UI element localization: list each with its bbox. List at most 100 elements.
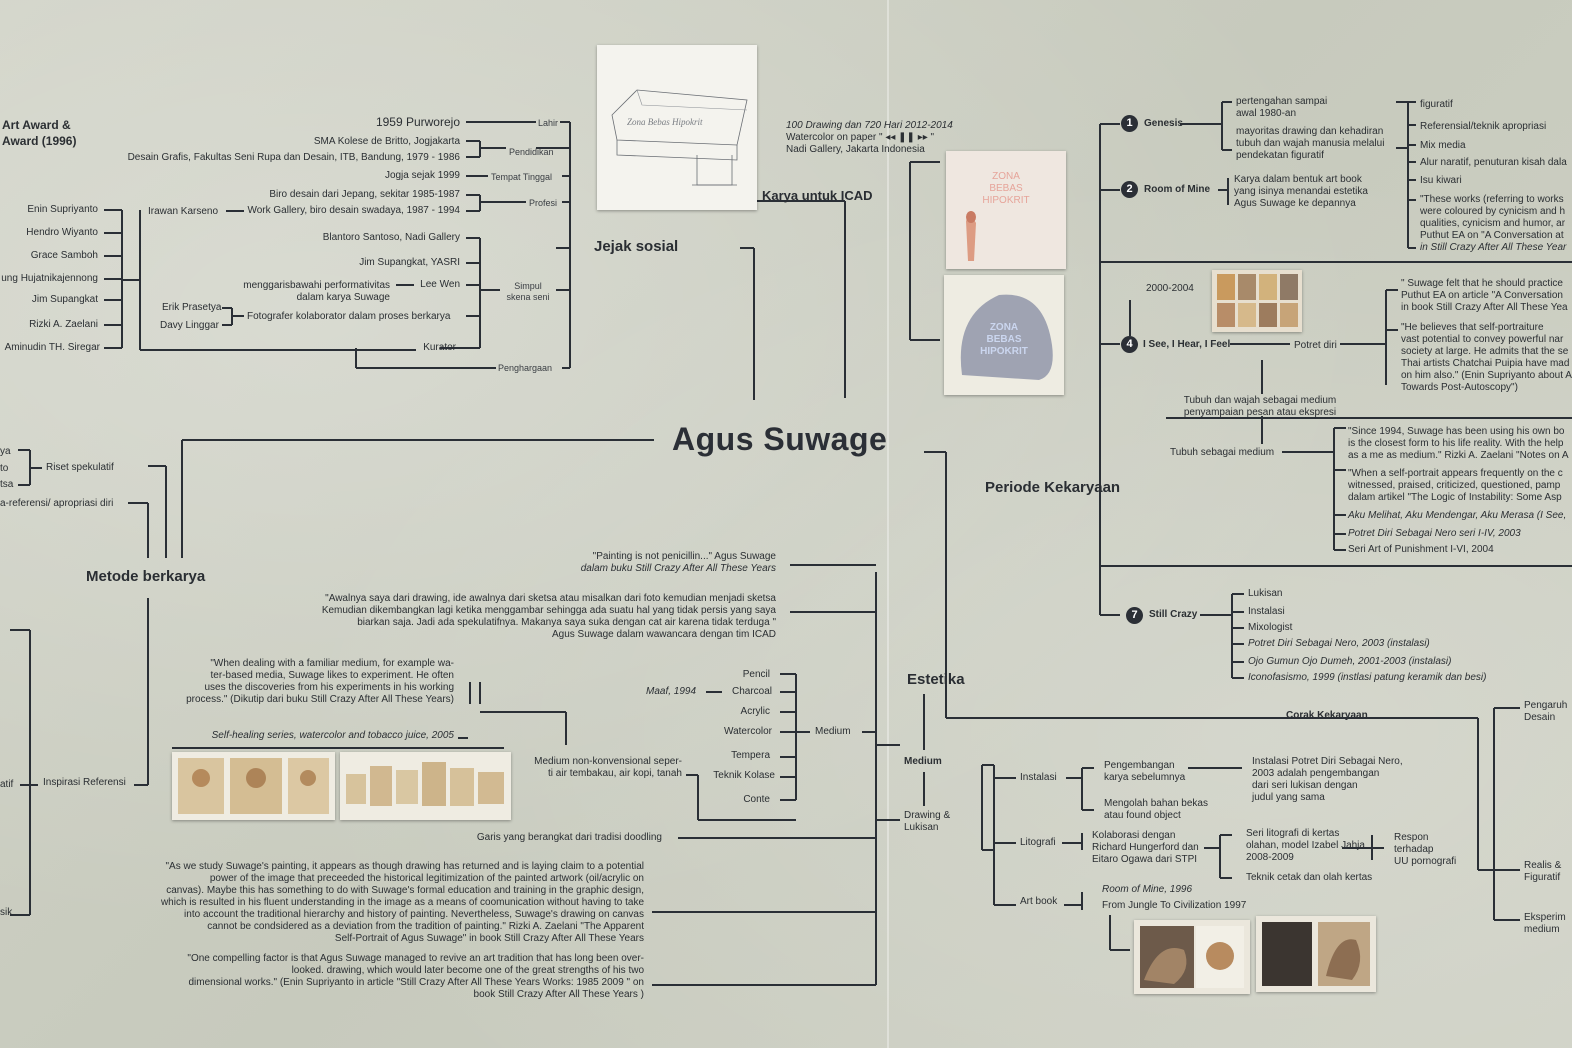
award-line-1: Art Award & xyxy=(2,118,71,132)
still-crazy-work-3: Iconofasismo, 1999 (instlasi patung kera… xyxy=(1248,672,1487,683)
penghargaan-label: Penghargaan xyxy=(498,363,553,373)
referensi-apropriasi: a-referensi/ apropriasi diri xyxy=(0,498,114,509)
pendidikan-2: Desain Grafis, Fakultas Seni Rupa dan De… xyxy=(127,152,460,163)
quote-enin-4: book Still Crazy After All These Years ) xyxy=(473,989,644,1000)
tempat-tinggal-value: Jogja sejak 1999 xyxy=(384,170,460,181)
quote-zaelani-2: power of the image that preceeded the hi… xyxy=(209,873,644,884)
medium-heading: Medium xyxy=(904,756,942,767)
period-genesis: Genesis xyxy=(1144,118,1183,129)
still-crazy-lukisan: Lukisan xyxy=(1248,588,1283,599)
sketch-text: Zona Bebas Hipokrit xyxy=(627,117,703,127)
period-i-see-i-hear: I See, I Hear, I Feel xyxy=(1143,339,1231,350)
room-note-2: yang isinya menandai estetika xyxy=(1234,186,1368,197)
art-book-jungle: From Jungle To Civilization 1997 xyxy=(1102,900,1247,911)
lahir-label: Lahir xyxy=(538,118,559,128)
char-mix-media: Mix media xyxy=(1420,140,1466,151)
quote-1b: Puthut EA on article "A Conversation xyxy=(1401,290,1563,301)
maaf-1994: Maaf, 1994 xyxy=(646,686,697,697)
zona-bebas-painting-2: ZONA BEBAS HIPOKRIT xyxy=(944,275,1064,395)
quote-2b: vast potential to convey powerful nar xyxy=(1401,334,1564,345)
potret-diri-label: Potret diri xyxy=(1294,340,1337,351)
medium-conte: Conte xyxy=(743,794,770,805)
simpul-1: Blantoro Santoso, Nadi Gallery xyxy=(322,232,460,243)
medium-tempera: Tempera xyxy=(731,750,770,761)
metode-berkarya-heading: Metode berkarya xyxy=(86,568,206,585)
quote-1c: in book Still Crazy After All These Yea xyxy=(1401,302,1568,313)
main-title: Agus Suwage xyxy=(672,421,888,457)
metode-atif: atif xyxy=(0,779,14,790)
room-note-3: Agus Suwage ke depannya xyxy=(1234,198,1356,209)
quote-zaelani-4: which is resulted in his fluent understa… xyxy=(160,897,644,908)
art-book-photo-1 xyxy=(1134,920,1250,994)
quote-medium-4: process." (Dikutip dari buku Still Crazy… xyxy=(186,694,454,705)
lee-wen: Lee Wen xyxy=(420,279,460,290)
icad-line-1: 100 Drawing dan 720 Hari 2012-2014 xyxy=(786,120,953,131)
medium-teknik-kolase: Teknik Kolase xyxy=(713,770,775,781)
pengembangan-2: karya sebelumnya xyxy=(1104,772,1186,783)
quote-drawing-4: Agus Suwage dalam wawancara dengan tim I… xyxy=(551,629,776,640)
quote-2f: Towards Post-Autoscopy") xyxy=(1401,382,1518,393)
zona-bebas-painting-1: ZONA BEBAS HIPOKRIT xyxy=(946,151,1066,269)
profesi-1: Biro desain dari Jepang, sekitar 1985-19… xyxy=(269,189,460,200)
periode-kekaryaan-heading: Periode Kekaryaan xyxy=(985,479,1121,496)
still-crazy-work-1: Potret Diri Sebagai Nero, 2003 (instalas… xyxy=(1248,638,1430,649)
karya-icad-heading: Karya untuk ICAD xyxy=(762,188,873,203)
tubuh-wajah-1: Tubuh dan wajah sebagai medium xyxy=(1183,395,1337,406)
tempat-tinggal-label: Tempat Tinggal xyxy=(491,172,553,182)
quote-zaelani-5: into account the traditional hierarchy a… xyxy=(184,909,644,920)
tubuh-sebagai-medium: Tubuh sebagai medium xyxy=(1170,447,1275,458)
bebas-text-1: BEBAS xyxy=(989,183,1023,194)
pengembangan-1: Pengembangan xyxy=(1104,760,1175,771)
quote-zaelani-7: Self-Portrait of Agus Suwage" in book St… xyxy=(334,933,644,944)
char-figuratif: figuratif xyxy=(1420,99,1453,110)
quote-4b: witnessed, praised, criticized, question… xyxy=(1348,480,1561,491)
drawing-lukisan-1: Drawing & xyxy=(904,810,951,821)
art-book-photo-2 xyxy=(1256,916,1376,992)
curator-name: ung Hujatnikajennong xyxy=(1,273,98,284)
genesis-quote-c: qualities, cynicism and humor, ar xyxy=(1420,218,1566,229)
kurator-label: Kurator xyxy=(423,342,456,353)
metode-sik: sik xyxy=(0,907,13,918)
bebas-text-2: BEBAS xyxy=(986,334,1021,345)
genesis-quote-d: Puthut EA on "A Conversation at xyxy=(1420,230,1564,241)
tubuh-wajah-2: penyampaian pesan atau ekspresi xyxy=(1183,407,1337,418)
quote-zaelani-3: canvas). Maybe this has something to do … xyxy=(166,885,644,896)
work-art-of-punishment: Seri Art of Punishment I-VI, 2004 xyxy=(1348,544,1494,555)
curator-name: Aminudin TH. Siregar xyxy=(4,342,100,353)
period-number: 7 xyxy=(1126,607,1143,624)
lee-wen-note-1: menggarisbawahi performativitas xyxy=(243,280,390,291)
instalasi-nero-1: Instalasi Potret Diri Sebagai Nero, xyxy=(1252,756,1403,767)
corak-pengaruh-2: Desain xyxy=(1524,712,1556,723)
icad-line-3: Nadi Gallery, Jakarta Indonesia xyxy=(786,144,925,155)
quote-medium-3: uses the discoveries from his experiment… xyxy=(204,682,454,693)
kolaborasi-1: Kolaborasi dengan xyxy=(1092,830,1176,841)
quote-enin-2: looked. drawing, which would later becom… xyxy=(291,965,644,976)
curator-name: Jim Supangkat xyxy=(31,294,98,305)
quote-3c: as a me as medium." Rizki A. Zaelani "No… xyxy=(1348,450,1569,461)
self-healing-photo-1 xyxy=(172,752,335,820)
garis-doodling: Garis yang berangkat dari tradisi doodli… xyxy=(476,832,662,843)
inspirasi-referensi: Inspirasi Referensi xyxy=(43,777,126,788)
medium-watercolor: Watercolor xyxy=(724,726,772,737)
quote-2d: Thai artists Chatchai Puipia have mad xyxy=(1401,358,1570,369)
genesis-note-1a: pertengahan sampai xyxy=(1236,96,1328,107)
simpul-label-1: Simpul xyxy=(514,281,542,291)
estetika-heading: Estetika xyxy=(907,671,965,688)
quote-penicillin-1: "Painting is not penicillin..." Agus Suw… xyxy=(592,551,776,562)
icad-line-2: Watercolor on paper " ◂◂ ❚❚ ▸▸ " xyxy=(786,132,935,143)
genesis-note-2b: tubuh dan wajah manusia melalui xyxy=(1236,138,1385,149)
quote-drawing-1: "Awalnya saya dari drawing, ide awalnya … xyxy=(325,593,776,604)
corak-litografi: Litografi xyxy=(1020,837,1056,848)
mengolah-1: Mengolah bahan bekas xyxy=(1104,798,1208,809)
genesis-quote-b: were coloured by cynicism and h xyxy=(1420,206,1566,217)
medium-pencil: Pencil xyxy=(742,669,770,680)
corak-eksperimen-2: medium xyxy=(1524,924,1560,935)
lahir-value: 1959 Purworejo xyxy=(375,115,460,129)
seri-litografi-2: olahan, model Izabel Jahja xyxy=(1246,840,1365,851)
riset-spekulatif: Riset spekulatif xyxy=(46,462,114,473)
corak-kekaryaan-heading: Corak Kekaryaan xyxy=(1286,710,1368,721)
quote-zaelani-6: cannot be condsidered as a deviation fro… xyxy=(207,921,644,932)
still-crazy-mixologist: Mixologist xyxy=(1248,622,1293,633)
